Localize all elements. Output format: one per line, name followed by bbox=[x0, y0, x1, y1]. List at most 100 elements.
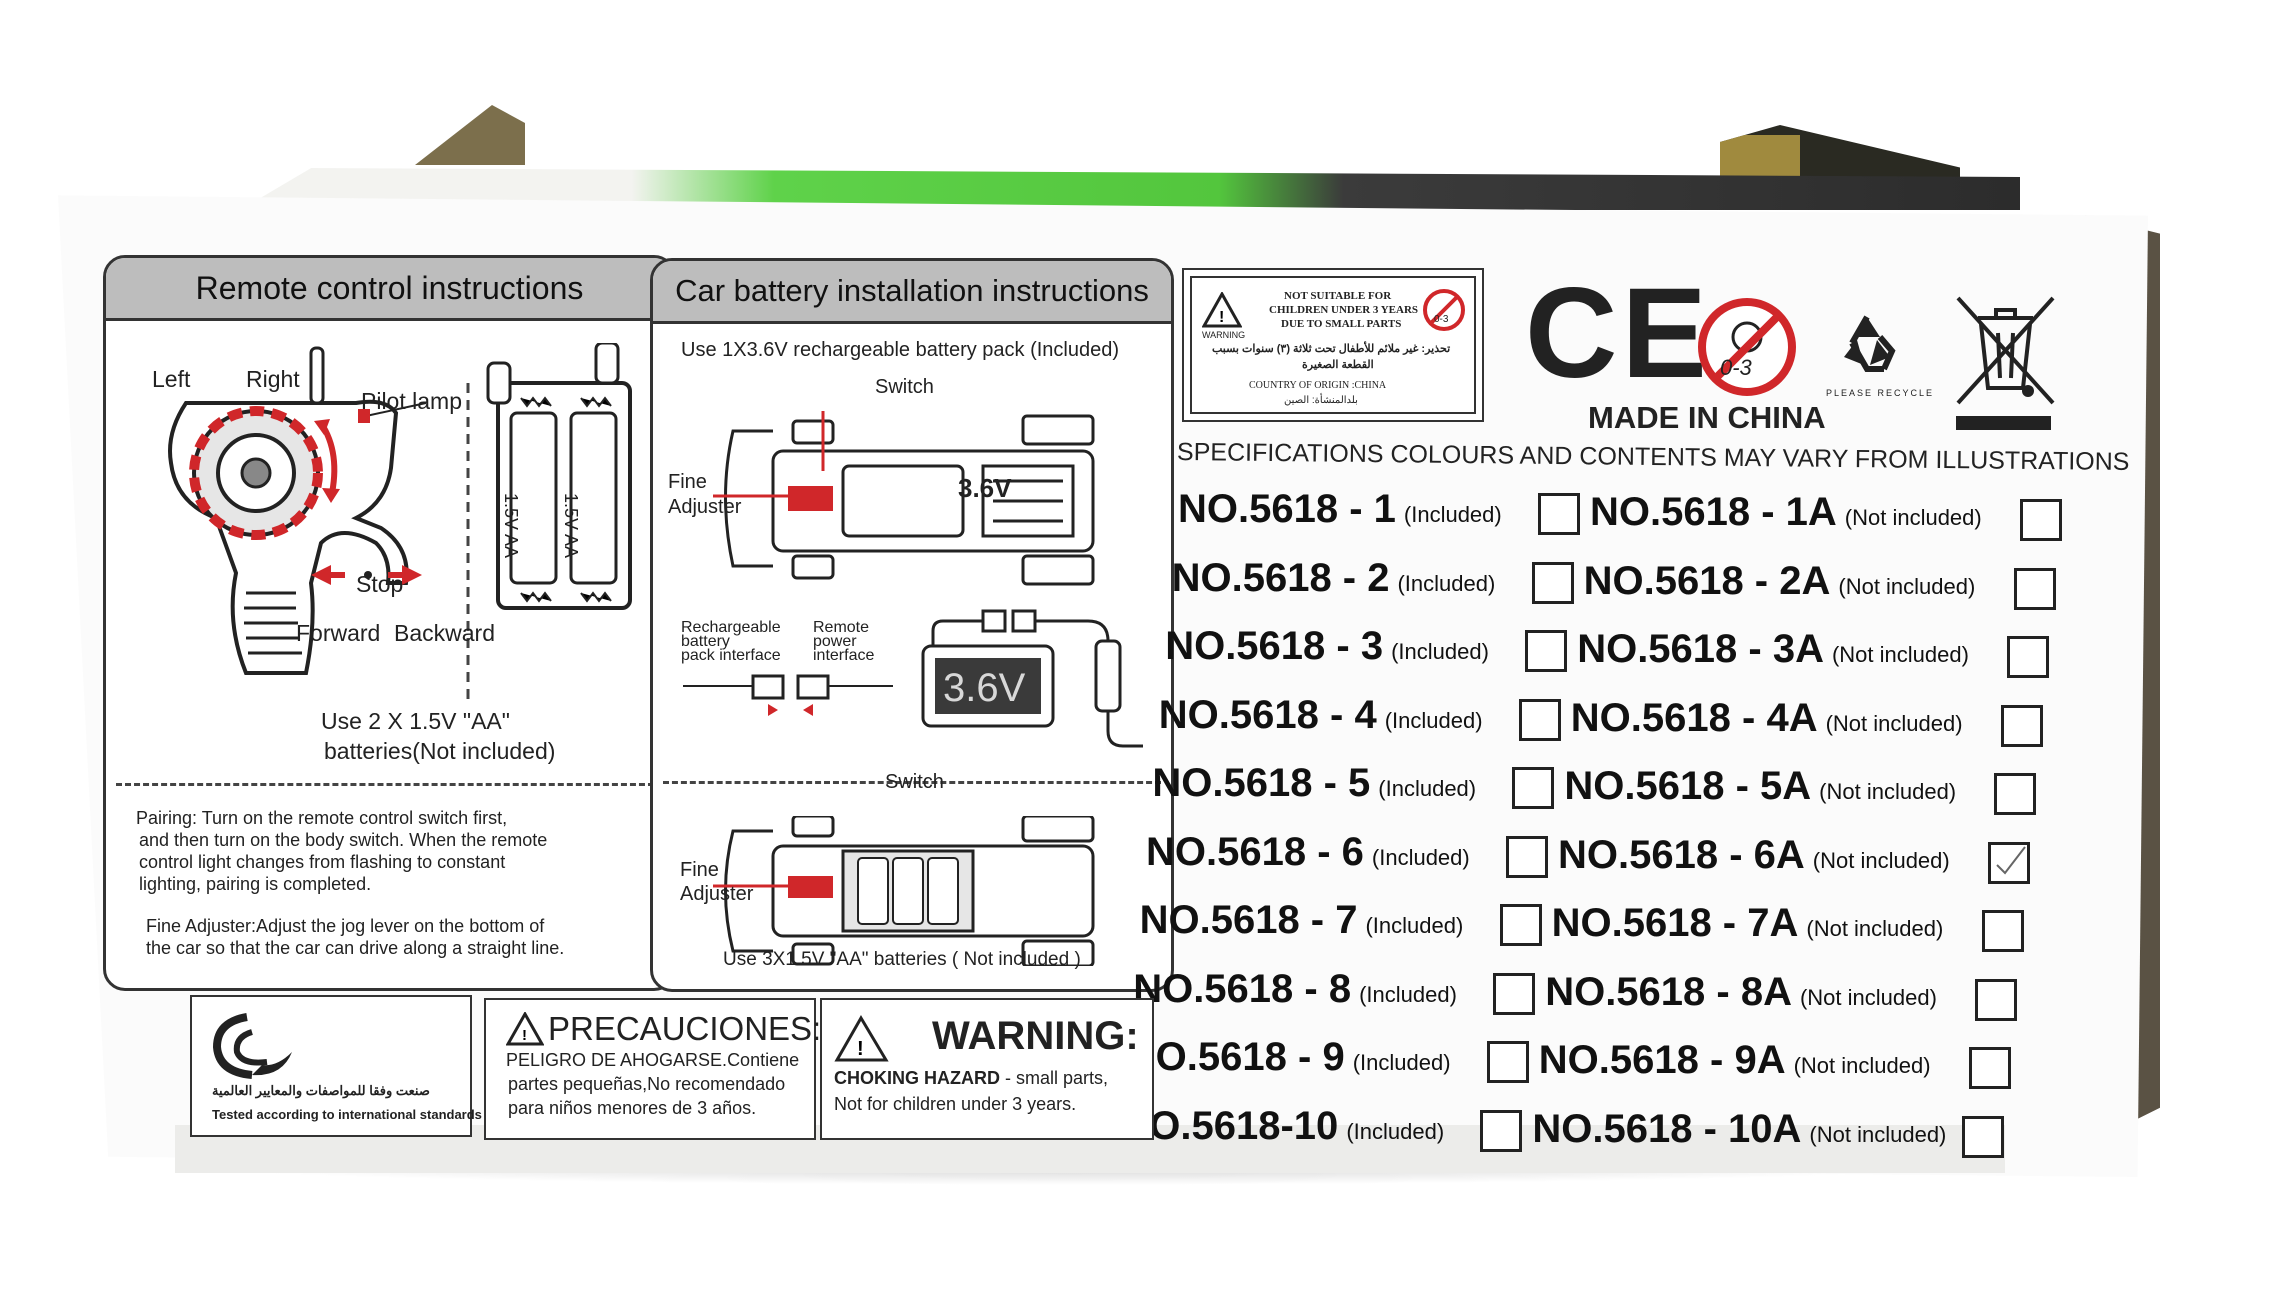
checkbox-model-2[interactable] bbox=[1531, 561, 1574, 604]
check-mark-icon bbox=[1996, 845, 2026, 875]
checkbox-model-2a[interactable] bbox=[2013, 567, 2056, 610]
model-number: NO.5618 - 9A bbox=[1538, 1038, 1786, 1083]
checkbox-model-9[interactable] bbox=[1486, 1041, 1529, 1083]
checkbox-model-6a[interactable] bbox=[1988, 841, 2030, 884]
use-battery-pack: Use 1X3.6V rechargeable battery pack (In… bbox=[681, 339, 1120, 361]
not-included-note: (Not included) bbox=[1838, 573, 1976, 599]
model-included-9: NO.5618 - 9(Included) bbox=[1127, 1035, 1451, 1080]
remote-control-title: Remote control instructions bbox=[106, 258, 673, 321]
label-switch-top: Switch bbox=[875, 376, 934, 398]
standards-arabic: صنعت وفقا للمواصفات والمعايير العالمية bbox=[212, 1083, 430, 1098]
charger-voltage: 3.6V bbox=[943, 666, 1026, 710]
age-warning-icon bbox=[1698, 298, 1796, 396]
not-included-note: (Not included) bbox=[1799, 984, 1937, 1010]
pairing-line1: Pairing: Turn on the remote control swit… bbox=[136, 808, 508, 828]
checkbox-model-7a[interactable] bbox=[1981, 910, 2024, 952]
model-included-5: NO.5618 - 5(Included) bbox=[1152, 761, 1476, 806]
label-fine-adjuster-bottom-1: Fine bbox=[680, 859, 719, 881]
model-number: NO.5618 - 8A bbox=[1545, 969, 1792, 1014]
pairing-line3: control light changes from flashing to c… bbox=[139, 852, 506, 872]
checkbox-model-7[interactable] bbox=[1499, 904, 1542, 946]
battery-label-1: 1.5V AA bbox=[501, 493, 521, 559]
label-fine-adjuster-top-1: Fine bbox=[668, 471, 707, 493]
checkbox-model-5a[interactable] bbox=[1994, 773, 2037, 815]
country-of-origin-arabic: بلدالمنشأة: الصين bbox=[1284, 395, 1358, 406]
model-included-2: NO.5618 - 2(Included) bbox=[1172, 556, 1496, 601]
model-included-1: NO.5618 - 1 (Included) bbox=[1178, 487, 1502, 532]
not-included-note: (Not included) bbox=[1825, 710, 1963, 736]
rechargeable-interface-l2: battery bbox=[681, 633, 730, 650]
made-in-china: MADE IN CHINA bbox=[1588, 400, 1826, 435]
model-number: NO.5618 - 9 bbox=[1126, 1035, 1345, 1079]
fine-adjuster-line1: Fine Adjuster:Adjust the jog lever on th… bbox=[146, 916, 545, 936]
model-number: NO.5618 - 6A bbox=[1558, 832, 1805, 877]
rechargeable-interface-l3: pack interface bbox=[681, 647, 781, 664]
checkbox-model-9a[interactable] bbox=[1968, 1047, 2011, 1089]
checkbox-model-8[interactable] bbox=[1493, 972, 1536, 1015]
choking-warning-line1: CHOKING HAZARD - small parts, bbox=[834, 1068, 1108, 1089]
checkbox-model-1a[interactable] bbox=[2020, 499, 2062, 541]
label-fine-adjuster-top-2: Adjuster bbox=[668, 496, 742, 518]
warning-line2: CHILDREN UNDER 3 YEARS bbox=[1269, 304, 1419, 316]
checkbox-model-1[interactable] bbox=[1538, 493, 1580, 535]
label-forward: Forward bbox=[296, 620, 381, 646]
warning-icon-text: WARNING bbox=[1202, 330, 1246, 340]
choking-hazard-rest: - small parts, bbox=[1000, 1068, 1109, 1088]
checkbox-model-5[interactable] bbox=[1512, 767, 1555, 809]
remote-power-interface-l1: Remote bbox=[813, 619, 870, 636]
car-battery-panel: Car battery installation instructions Us… bbox=[650, 258, 1174, 992]
no-under-3-small-icon bbox=[1423, 289, 1465, 331]
not-included-note: (Not included) bbox=[1819, 779, 1957, 805]
not-included-note: (Not included) bbox=[1844, 505, 1982, 531]
label-fine-adjuster-bottom-2: Adjuster bbox=[680, 883, 754, 905]
checkbox-model-3[interactable] bbox=[1525, 630, 1568, 672]
battery-label-2: 1.5V AA bbox=[561, 493, 581, 559]
included-note: (Included) bbox=[1403, 502, 1502, 527]
recycle-text: PLEASE RECYCLE bbox=[1826, 388, 1935, 398]
small-parts-warning-label: ! WARNING NOT SUITABLE FOR CHILDREN UNDE… bbox=[1182, 268, 1484, 422]
not-included-note: (Not included) bbox=[1831, 642, 1969, 668]
connector-illustration bbox=[683, 674, 893, 716]
age-warning-text: 0-3 bbox=[1720, 355, 1752, 380]
precauciones-title: PRECAUCIONES: bbox=[548, 1010, 822, 1047]
checkbox-model-4a[interactable] bbox=[2000, 704, 2043, 747]
rechargeable-interface-l1: Rechargeable bbox=[681, 619, 781, 636]
pairing-line4: lighting, pairing is completed. bbox=[139, 874, 372, 894]
not-included-note: (Not included) bbox=[1809, 1121, 1947, 1147]
checkbox-model-4[interactable] bbox=[1518, 698, 1561, 741]
choking-hazard-bold: CHOKING HAZARD bbox=[834, 1068, 1000, 1088]
precauciones-box: ! PRECAUCIONES: PELIGRO DE AHOGARSE.Cont… bbox=[484, 998, 821, 1140]
not-included-note: (Not included) bbox=[1806, 916, 1944, 942]
svg-text:!: ! bbox=[1219, 309, 1224, 326]
model-number: NO.5618 - 10A bbox=[1532, 1106, 1802, 1151]
checkbox-model-6[interactable] bbox=[1506, 835, 1548, 878]
label-right: Right bbox=[246, 366, 300, 392]
warning-arabic-1: تحذير: غير ملائم للأطفال تحت ثلاثة (٣) س… bbox=[1212, 343, 1451, 355]
country-of-origin: COUNTRY OF ORIGIN :CHINA bbox=[1249, 380, 1387, 391]
model-included-10: NO.5618-10(Included) bbox=[1120, 1104, 1444, 1149]
standards-box: صنعت وفقا للمواصفات والمعايير العالمية T… bbox=[190, 995, 482, 1137]
warning-age-small: 0-3 bbox=[1434, 314, 1449, 325]
label-stop: Stop bbox=[356, 571, 404, 597]
recycle-icon bbox=[1844, 315, 1896, 372]
model-not-included-9a: NO.5618 - 9A (Not included) bbox=[1539, 1038, 1931, 1083]
model-number: NO.5618 - 6 bbox=[1146, 829, 1364, 874]
checkbox-model-3a[interactable] bbox=[2007, 636, 2050, 678]
weee-bin-icon bbox=[1956, 296, 2055, 430]
remote-batteries-line2: batteries(Not included) bbox=[324, 738, 556, 764]
label-backward: Backward bbox=[394, 620, 495, 646]
model-number: NO.5618 - 1 bbox=[1178, 487, 1396, 531]
battery-panel-divider bbox=[663, 781, 1161, 784]
model-included-6: NO.5618 - 6(Included) bbox=[1146, 830, 1470, 875]
checkbox-model-8a[interactable] bbox=[1975, 978, 2018, 1021]
model-not-included-2a: NO.5618 - 2A(Not included) bbox=[1584, 559, 1976, 604]
model-number: NO.5618 - 3 bbox=[1165, 624, 1384, 668]
ce-mark: CE bbox=[1525, 262, 1711, 405]
checkbox-model-10a[interactable] bbox=[1962, 1115, 2005, 1158]
included-note: (Included) bbox=[1397, 570, 1496, 596]
box-flap-left bbox=[415, 105, 525, 165]
not-included-note: (Not included) bbox=[1793, 1053, 1931, 1079]
checkbox-model-10[interactable] bbox=[1480, 1109, 1523, 1152]
model-included-8: NO.5618 - 8(Included) bbox=[1133, 967, 1457, 1012]
not-included-note: (Not included) bbox=[1812, 847, 1950, 873]
